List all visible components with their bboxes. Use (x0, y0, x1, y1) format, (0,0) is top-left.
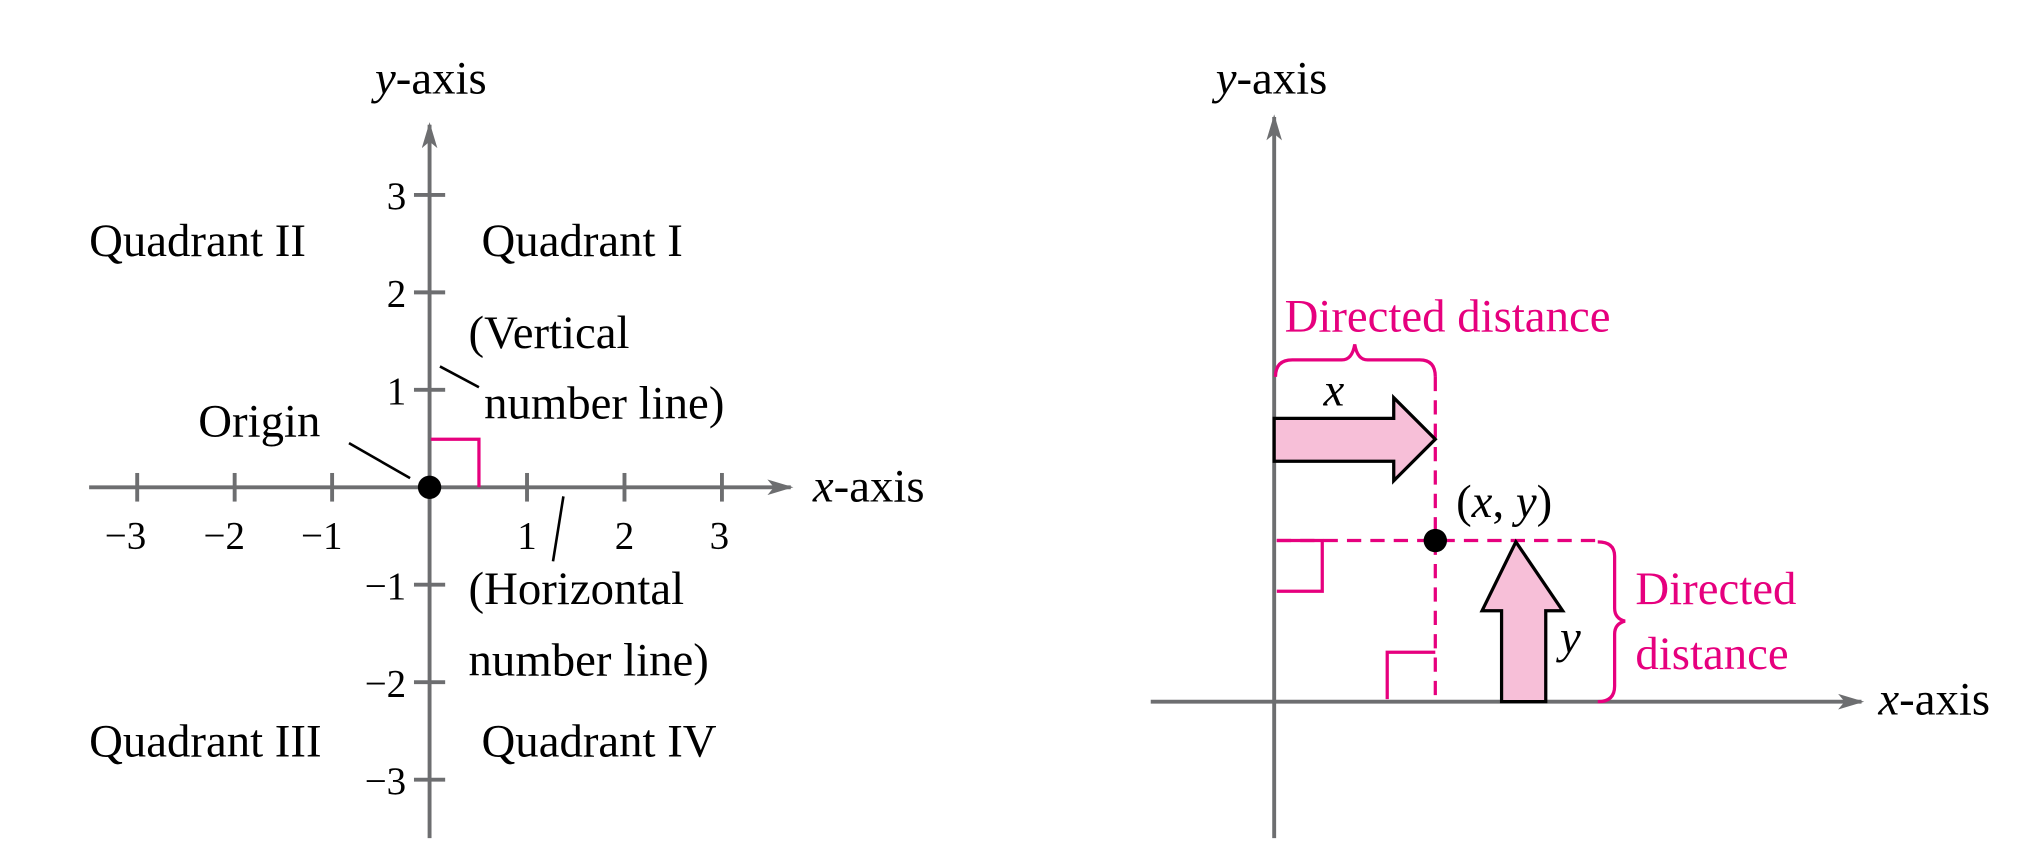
x-tick-label: 2 (615, 514, 634, 557)
horizontal-number-line-label: (Horizontal (469, 563, 685, 615)
right-angle-marker (430, 437, 481, 488)
y-tick-label: −3 (365, 760, 406, 803)
point-xy-label: (x, y) (1456, 476, 1552, 528)
x-distance-arrow (1272, 393, 1438, 485)
y-axis-label: y-axis (1212, 53, 1328, 105)
x-tick-label: 1 (517, 514, 536, 557)
y-tick-label: 1 (387, 370, 406, 413)
origin-leader-line (348, 441, 411, 480)
x-tick-label: 3 (710, 514, 729, 557)
left-figure: −3 −2 −1 1 2 3 3 2 1 −1 −2 −3 y-axis x-a… (89, 53, 925, 839)
y-tick-label: −1 (365, 565, 406, 608)
vertical-leader-line (439, 365, 480, 389)
origin-label: Origin (198, 396, 320, 448)
x-arrow-label: x (1323, 364, 1345, 416)
y-axis-label: y-axis (371, 53, 487, 105)
x-tick-label: −2 (204, 514, 245, 557)
x-tick-label: −3 (105, 514, 146, 557)
origin-point (417, 475, 442, 499)
quadrant-iv-label: Quadrant IV (482, 715, 717, 767)
side-brace (1597, 540, 1626, 704)
horizontal-leader-line (551, 496, 565, 562)
y-tick-label: 3 (387, 175, 406, 218)
y-distance-arrow (1479, 538, 1566, 704)
vertical-number-line-label: number line) (484, 377, 724, 429)
y-tick-labels: 3 2 1 −1 −2 −3 (365, 175, 406, 803)
right-angle-marker (1276, 538, 1324, 593)
x-tick-labels: −3 −2 −1 1 2 3 (105, 514, 729, 557)
horizontal-number-line-label: number line) (469, 635, 709, 687)
right-angle-marker (1385, 650, 1436, 700)
y-tick-marks (413, 192, 446, 782)
point-xy (1423, 528, 1447, 553)
y-tick-label: 2 (387, 273, 406, 316)
quadrant-i-label: Quadrant I (482, 215, 683, 267)
x-tick-label: −1 (301, 514, 342, 557)
y-tick-label: −2 (365, 662, 406, 705)
vertical-number-line-label: (Vertical (469, 307, 630, 359)
directed-distance-y-label: distance (1635, 628, 1788, 680)
y-arrow-label: y (1556, 611, 1581, 663)
directed-distance-x-label: Directed distance (1285, 290, 1611, 342)
right-figure: y-axis x-axis Directed distance x y Dire… (1150, 53, 1990, 839)
top-brace (1273, 344, 1437, 377)
directed-distance-y-label: Directed (1635, 563, 1796, 615)
x-tick-marks (135, 472, 724, 502)
quadrant-ii-label: Quadrant II (89, 215, 306, 267)
x-axis-label: x-axis (812, 461, 925, 513)
quadrant-iii-label: Quadrant III (89, 715, 321, 767)
x-axis-label: x-axis (1877, 674, 1990, 726)
